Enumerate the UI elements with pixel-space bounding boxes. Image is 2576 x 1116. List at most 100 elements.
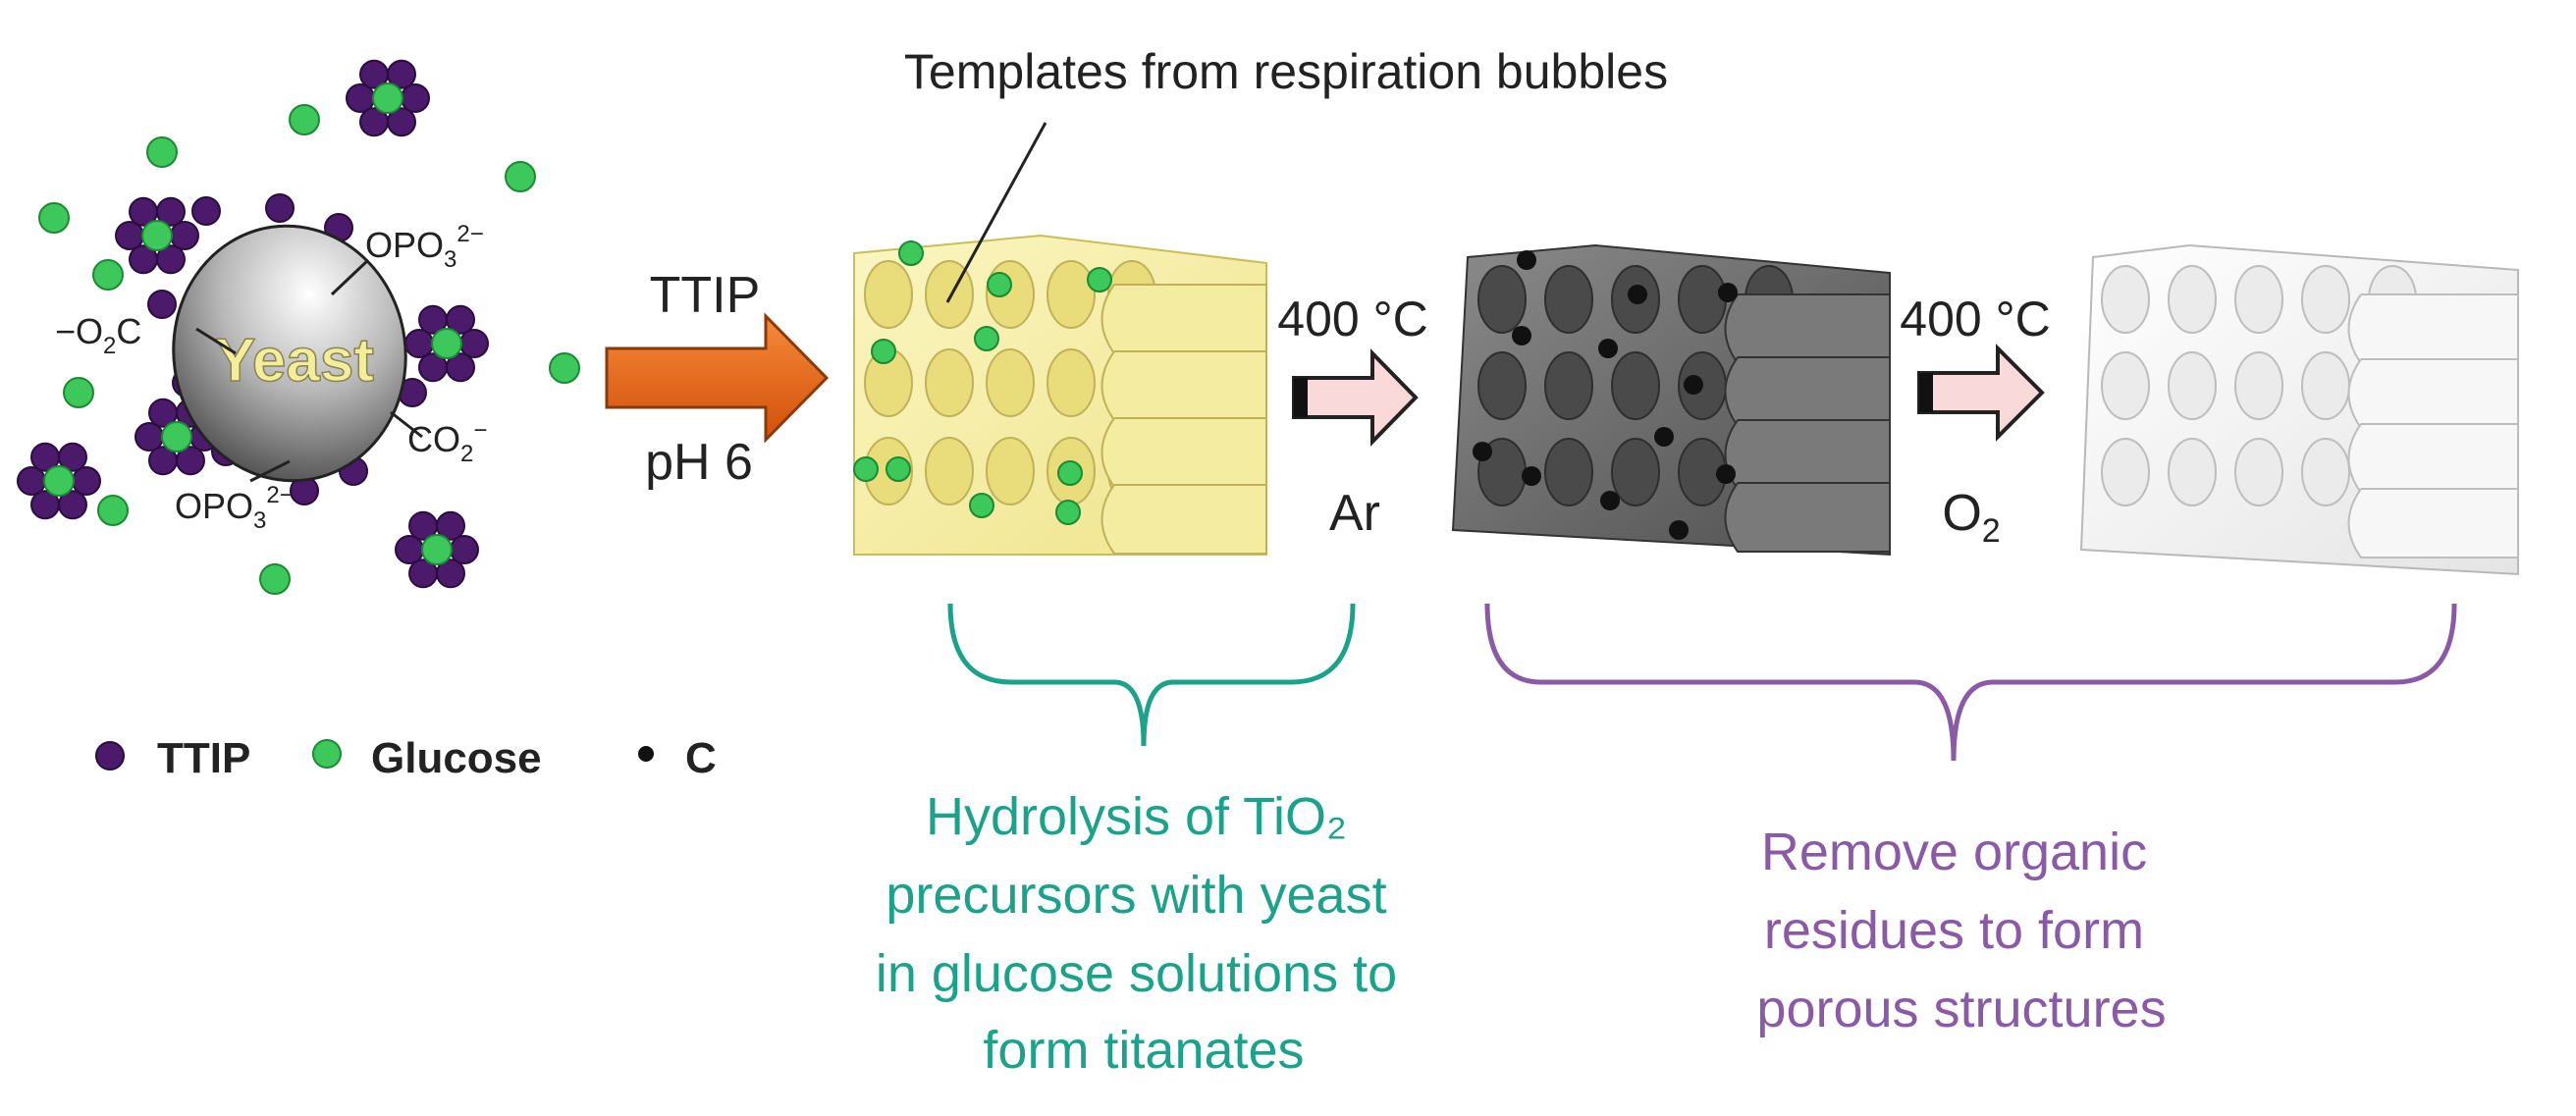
legend: TTIP Glucose C (95, 734, 717, 782)
glucose-molecule (431, 328, 462, 359)
group-opo3-bottom: OPO32− (175, 482, 294, 534)
step1-reagent: TTIP (650, 267, 761, 324)
pore (2101, 438, 2150, 506)
glucose-molecule (505, 161, 536, 192)
tube-end (1100, 417, 1267, 488)
ttip-molecule (30, 490, 60, 520)
ttip-molecule (17, 466, 46, 496)
legend-glucose-label: Glucose (371, 734, 542, 782)
ttip-molecule (436, 510, 465, 541)
yeast-label: Yeast (215, 327, 374, 395)
removal-line-2: residues to form (1764, 901, 2144, 960)
hydrolysis-line-1: Hydrolysis of TiO₂ (926, 787, 1347, 846)
glucose-dot (1087, 267, 1112, 292)
glucose-molecule (289, 104, 320, 135)
pore (1046, 260, 1096, 329)
step3-temperature: 400 °C (1900, 292, 2050, 346)
tube-end (1100, 350, 1267, 421)
carbon-dot (1684, 375, 1703, 395)
ttip-arrow (605, 312, 830, 444)
glucose-dot (898, 240, 924, 266)
glucose-dot (969, 493, 994, 518)
pore (2301, 438, 2350, 506)
legend-carbon-marker (638, 746, 654, 762)
glucose-molecule (161, 421, 192, 452)
ttip-molecule (147, 290, 177, 319)
tube-end (1724, 293, 1891, 364)
porous-block (2079, 243, 2519, 576)
ttip-molecule (387, 59, 416, 89)
pore (1611, 438, 1660, 506)
pore (2101, 265, 2150, 334)
pore (2301, 351, 2350, 420)
ttip-molecule (170, 221, 199, 250)
ttip-molecule (129, 244, 158, 275)
ttip-molecule (148, 446, 178, 476)
tube-end (1724, 419, 1891, 490)
carbon-dot (1716, 464, 1736, 484)
removal-line-3: porous structures (1756, 980, 2166, 1038)
glucose-molecule (92, 259, 124, 291)
ttip-molecule (265, 193, 295, 223)
templates-callout-line (945, 122, 1047, 303)
tube-end (1724, 482, 1891, 553)
argon-arrow-tail (1294, 378, 1308, 417)
ttip-molecule (156, 196, 186, 227)
pore (1477, 265, 1527, 334)
yeast-cell (172, 224, 407, 483)
ttip-molecule (72, 466, 101, 496)
glucose-dot (1057, 460, 1083, 486)
group-opo3-top: OPO32− (365, 221, 484, 273)
templates-callout: Templates from respiration bubbles (904, 44, 1668, 99)
pore (1544, 351, 1593, 420)
glucose-dot (886, 456, 911, 482)
removal-line-1: Remove organic (1761, 823, 2147, 881)
tube-end (2347, 488, 2519, 558)
pore (986, 348, 1035, 417)
step1-condition: pH 6 (645, 434, 753, 491)
ttip-molecule (404, 329, 434, 358)
carbon-dot (1628, 285, 1647, 304)
glucose-dot (974, 326, 999, 351)
ttip-molecule (446, 304, 475, 335)
ttip-molecule (58, 442, 87, 472)
pore (925, 437, 974, 505)
pore (986, 437, 1035, 505)
hydrolysis-line-2: precursors with yeast (886, 866, 1386, 925)
ttip-molecule (395, 535, 424, 564)
ttip-molecule (359, 107, 389, 137)
tube-end (2347, 423, 2519, 494)
tube-end (1724, 356, 1891, 427)
group-co2-right: CO2− (407, 417, 487, 467)
glucose-dot (987, 272, 1012, 297)
tube-end (1100, 284, 1267, 354)
pore (1544, 438, 1593, 506)
glucose-molecule (63, 377, 94, 408)
carbon-dot (1654, 427, 1674, 447)
pore (2234, 265, 2283, 334)
ttip-molecule (408, 558, 438, 589)
pore (864, 260, 913, 329)
carbon-dot (1600, 491, 1620, 510)
glucose-molecule (141, 220, 173, 251)
hydrolysis-line-4: form titanates (983, 1021, 1304, 1080)
pore (2168, 351, 2217, 420)
ttip-molecule (134, 422, 164, 452)
pore (1611, 351, 1660, 420)
glucose-molecule (259, 563, 291, 595)
oxygen-arrow (1917, 344, 2045, 442)
ttip-molecule (418, 352, 448, 383)
hydrolysis-line-3: in glucose solutions to (876, 944, 1397, 1003)
argon-arrow (1292, 348, 1419, 447)
glucose-molecule (146, 136, 178, 168)
pore (1477, 351, 1527, 420)
carbon-dot (1473, 442, 1492, 461)
pore (1678, 265, 1727, 334)
legend-ttip-label: TTIP (157, 734, 250, 782)
step3-atmosphere: O2 (1942, 485, 2000, 550)
ttip-molecule (115, 221, 144, 250)
glucose-molecule (43, 465, 75, 497)
carbon-dot (1669, 520, 1689, 540)
ttip-molecule (346, 83, 375, 113)
